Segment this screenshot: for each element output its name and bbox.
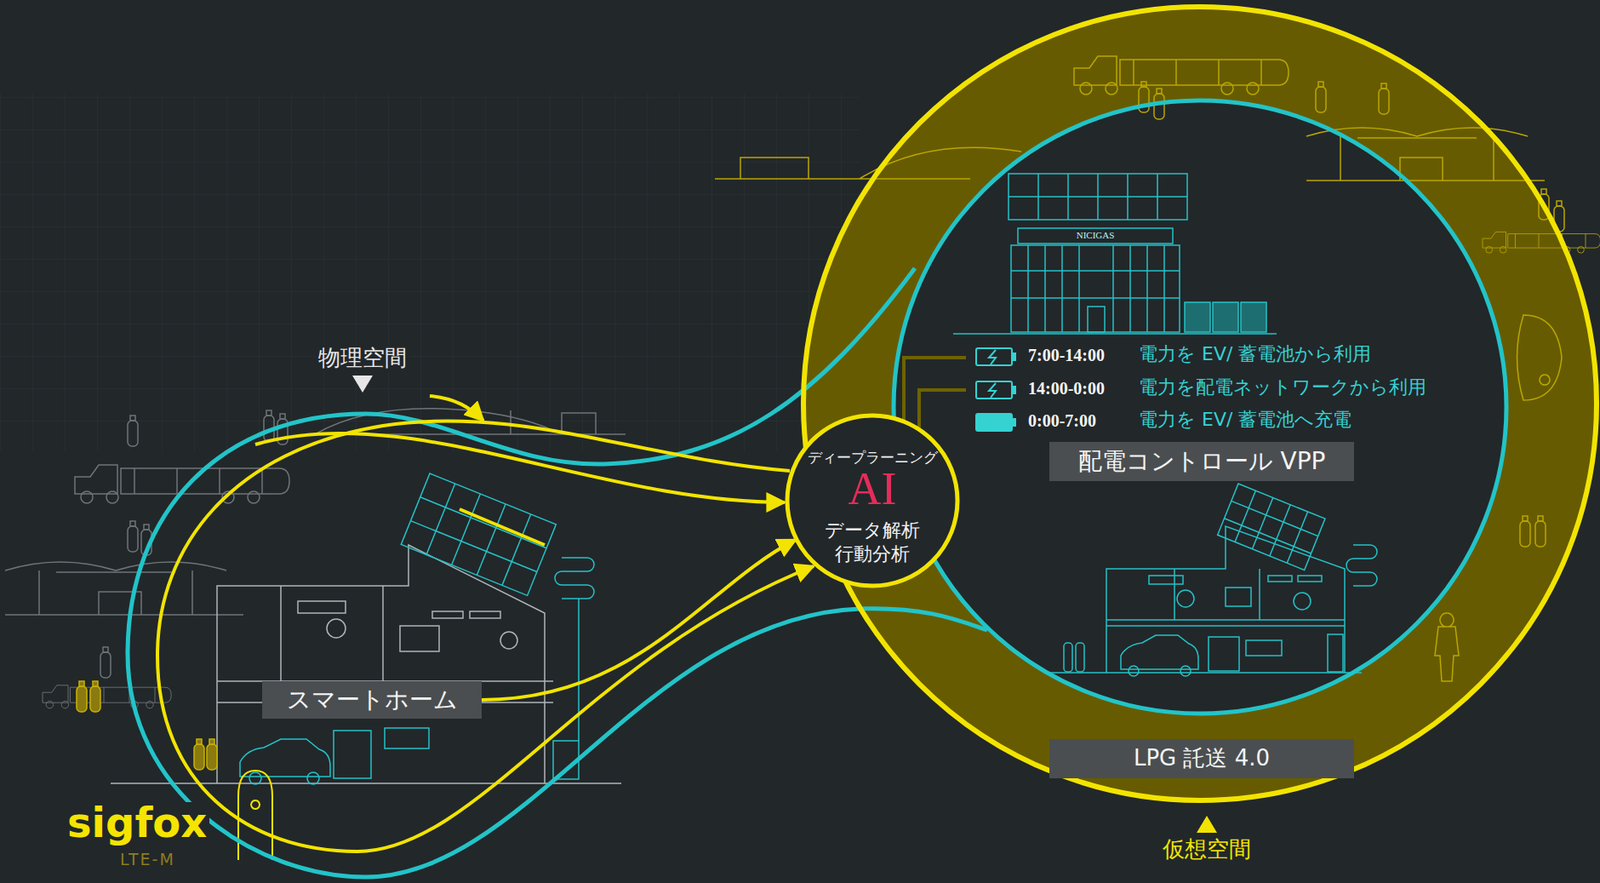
cylinder-icon [1535,515,1546,547]
person-icon [1434,612,1459,681]
space-label: 物理空間 [315,344,410,372]
virtual-ring-outer [803,6,1597,800]
sensor-device [238,770,273,860]
network-logo: sigfox [64,801,210,843]
label-box: 配電コントロール VPP [1049,441,1355,481]
truck-icon [42,685,172,709]
box-label: LPG 託送 4.0 [1133,744,1270,772]
cylinder-icon [127,520,138,552]
cylinder-icon [76,680,87,712]
data-flow [255,433,785,503]
cylinder-icon [100,646,111,678]
office-building [953,173,1277,334]
house-outline [1046,483,1378,676]
schedule-text: 電力を EV/ 蓄電池へ充電 [1136,408,1355,431]
battery-icon [976,348,1016,431]
data-flow [157,420,814,852]
data-flow [429,395,484,421]
cylinder-icon [194,738,205,770]
cylinder-icon [1520,515,1531,547]
cylinder-icon [1315,81,1326,113]
station-icon [5,561,244,615]
schedule-text: 電力を配電ネットワークから利用 [1136,376,1429,399]
truck-icon [1482,231,1600,253]
circle-label: データ解析 行動分析 [817,518,928,566]
tank-icon [1517,314,1563,400]
cylinder-icon [90,680,101,712]
cylinder-icon [1378,83,1389,115]
background-grid [0,93,860,452]
truck-icon [1074,56,1289,95]
building-sign: NICIGAS [1076,229,1115,241]
physical-loop [127,268,988,877]
box-label: スマートホーム [286,685,458,715]
pointer-triangle [352,375,373,393]
data-flow [459,508,545,545]
flow-arrow [481,539,796,700]
cylinder-icon [127,415,138,446]
virtual-ring-inner [893,100,1507,714]
ai-circle: ディープラーニングAIデータ解析 行動分析 [784,412,960,589]
schedule-text: 電力を EV/ 蓄電池から利用 [1136,342,1374,366]
network-logo: LTE-M [117,849,178,869]
station-icon [714,147,1022,179]
cylinder-icon [263,410,275,441]
house-outline [110,544,622,783]
schedule-bracket [903,357,966,430]
cylinder-icon [206,738,218,770]
pointer-triangle [1196,815,1218,833]
time-range: 7:00-14:00 [1025,344,1108,366]
house-equipment [240,473,595,784]
space-label: 仮想空間 [1160,835,1254,863]
time-range: 0:00-7:00 [1025,410,1099,431]
box-label: 配電コントロール VPP [1078,446,1326,476]
time-range: 14:00-0:00 [1025,377,1108,399]
label-box: LPG 託送 4.0 [1049,738,1355,778]
ring-band [803,6,1597,800]
label-box: スマートホーム [262,680,482,719]
ai-title: AI [784,463,960,515]
